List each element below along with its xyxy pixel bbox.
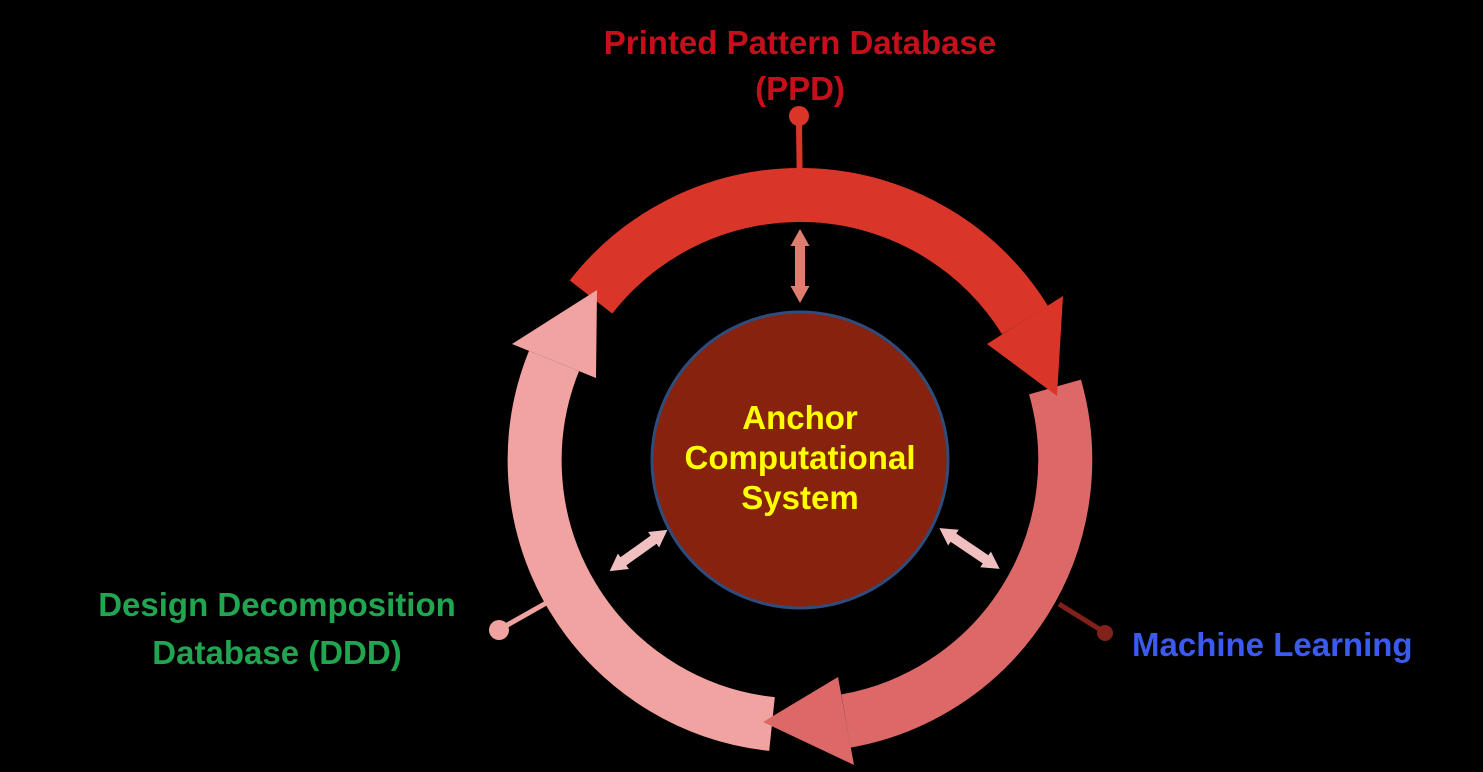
ddd-connector-line [500,599,550,631]
exchange-arrow-lower-left-icon [609,529,668,572]
ppd-label-line2: (PPD) [755,70,845,107]
ppd-label: Printed Pattern Database (PPD) [450,20,1150,112]
ppd-connector [789,106,809,207]
ml-connector-dot [1097,625,1113,641]
ring-arrowhead-pink-icon [512,290,597,378]
ppd-connector-dot [789,106,809,126]
center-node-label-line1: Anchor [742,399,858,436]
exchange-arrow-lower-right-icon [939,528,1000,569]
ml-connector [1057,601,1113,641]
ddd-connector-dot [489,620,509,640]
center-node-label: Anchor Computational System [650,398,950,518]
ddd-label-line1: Design Decomposition [98,586,456,623]
ring-segment-top-red [569,167,1048,335]
ml-connector-line [1057,601,1106,635]
center-node-label-line3: System [741,479,859,516]
ring-segment-right-salmon [841,379,1093,748]
ddd-connector [489,599,550,640]
ml-label-text: Machine Learning [1132,626,1413,663]
center-node-label-line2: Computational [684,439,916,476]
ppd-connector-line [796,120,803,207]
ring-arrowhead-red-icon [987,296,1063,396]
ml-label: Machine Learning [1132,623,1483,667]
ddd-label-line2: Database (DDD) [152,634,402,671]
ring-arrowhead-salmon-icon [763,677,854,765]
ring-segment-left-pink [507,350,776,751]
ddd-label: Design Decomposition Database (DDD) [27,581,527,677]
ppd-label-line1: Printed Pattern Database [603,24,997,61]
center-node-circle [650,310,950,610]
